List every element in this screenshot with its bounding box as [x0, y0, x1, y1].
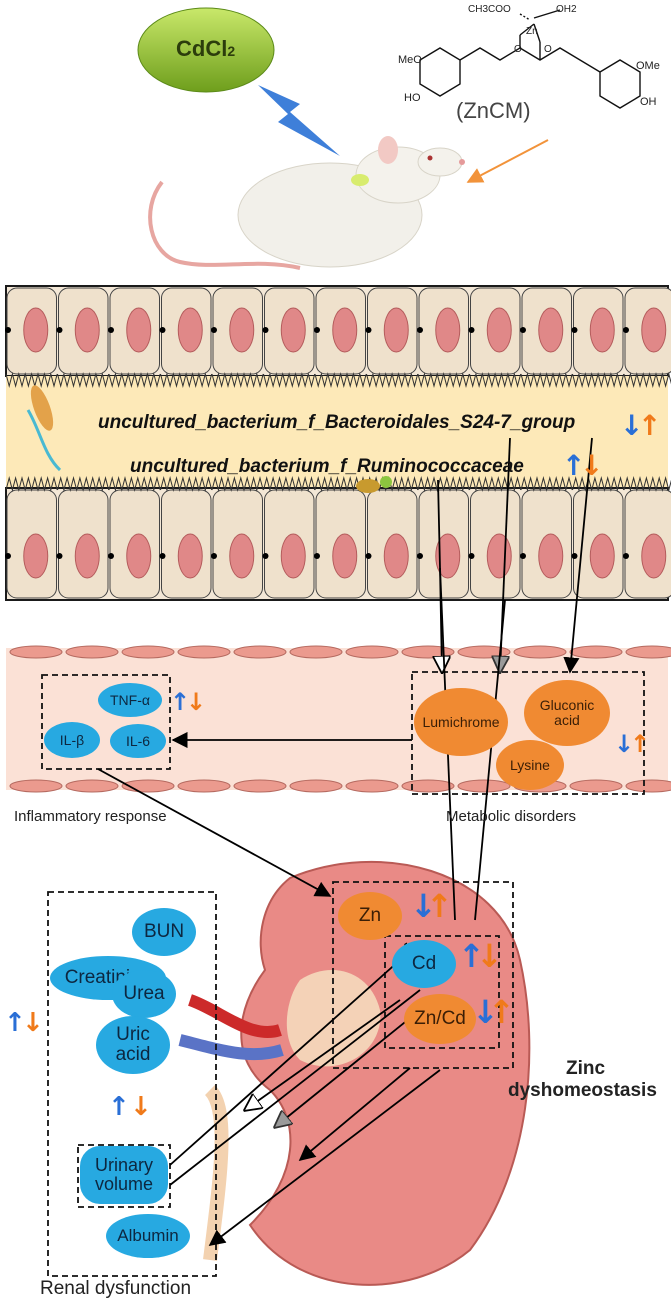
cd-up-arrow: ↑: [458, 937, 485, 975]
zncm-group-oh: OH: [640, 96, 657, 108]
zncd-up-arrow: ↑: [488, 993, 515, 1031]
bacterium-ruminococcaceae-label: uncultured_bacterium_f_Ruminococcaceae: [130, 456, 524, 477]
connector-s24-to-gluconic: [563, 437, 593, 674]
urinary-up-arrow: ↑: [108, 1092, 130, 1122]
marker-tnf-alpha: TNF-α: [98, 683, 162, 717]
zinc-box-outer: [332, 881, 514, 1069]
marker-il-6: IL-6: [110, 724, 166, 758]
zncm-group-meo: MeO: [398, 54, 422, 66]
connector-cd-to-albumin: [208, 1069, 441, 1246]
epithelium-bottom-cells: [5, 476, 671, 599]
rumino-up-arrow: ↑: [562, 449, 586, 482]
cdcl2-label: CdCl2: [176, 36, 236, 61]
renal-caption: Renal dysfunction: [40, 1278, 192, 1299]
renal-marker-urea: Urea: [112, 970, 176, 1018]
zncm-group-zn: Zn: [526, 26, 538, 37]
metabolism-box: [411, 671, 645, 795]
zn-up-arrow: ↑: [426, 887, 453, 925]
connector-zncd-to-urinary: [169, 989, 421, 1186]
inflammation-down-arrow: ↓: [186, 688, 207, 716]
zncm-to-mouse-arrow: [466, 139, 549, 183]
connector-albumin-to-zn: [298, 1067, 411, 1162]
zncm-group-o1: O: [514, 44, 522, 55]
connector-cd-to-urinary: [169, 960, 400, 1166]
zinc-caption-line1: Zinc: [566, 1058, 606, 1079]
s24-down-arrow: ↓: [620, 409, 644, 442]
cdcl2-ball: [137, 7, 275, 93]
zinc-item-zn-cd: Zn/Cd: [404, 994, 476, 1044]
urinary-volume-box: [77, 1144, 171, 1208]
zinc-caption-line2: dyshomeostasis: [508, 1080, 657, 1101]
metabolism-up-arrow: ↑: [630, 730, 651, 758]
zncm-label: (ZnCM): [456, 98, 531, 123]
inflammation-up-arrow: ↑: [170, 688, 191, 716]
connector-inflammation-to-kidney: [97, 768, 332, 897]
metabolism-caption: Metabolic disorders: [446, 808, 577, 825]
epithelium-top-cells: [5, 287, 671, 388]
cd-down-arrow: ↓: [476, 937, 503, 975]
zncm-group-o2: O: [544, 44, 552, 55]
renal-marker-bun: BUN: [132, 908, 196, 956]
connector-zncd-to-renal-white: [245, 999, 401, 1110]
renal-marker-albumin: Albumin: [106, 1214, 190, 1258]
metabolism-down-arrow: ↓: [614, 730, 635, 758]
rumino-down-arrow: ↓: [580, 449, 604, 482]
connector-zncd-to-kidney-gray: [275, 1009, 421, 1127]
zncm-group-oh2: OH2: [556, 4, 577, 15]
renal-marker-urinary-volume: Urinary volume: [80, 1146, 168, 1204]
s24-up-arrow: ↑: [638, 409, 662, 442]
zinc-item-cd: Cd: [392, 940, 456, 988]
zinc-item-zn: Zn: [338, 892, 402, 940]
renal-marker-uric-acid: Uric acid: [96, 1016, 170, 1074]
connector-s24-to-zn: [474, 599, 506, 921]
renal-up-arrow: ↑: [4, 1008, 26, 1038]
inflammation-caption: Inflammatory response: [14, 808, 167, 825]
zinc-box-inner: [384, 935, 500, 1049]
metabolite-gluconic-acid: Gluconic acid: [524, 680, 610, 746]
zncm-structure: [419, 9, 641, 109]
lightning-icon: [258, 85, 340, 156]
zncd-down-arrow: ↓: [472, 993, 499, 1031]
renal-down-arrow: ↓: [22, 1008, 44, 1038]
mouse-illustration: [148, 136, 465, 270]
zncm-group-ho: HO: [404, 92, 421, 104]
bacterium-s24-7-label: uncultured_bacterium_f_Bacteroidales_S24…: [98, 412, 576, 433]
renal-box: [47, 891, 217, 1277]
microbe-sprites: [26, 385, 392, 493]
metabolite-lysine: Lysine: [496, 740, 564, 790]
zncm-group-ome: OMe: [636, 60, 660, 72]
marker-il-beta: IL-β: [44, 722, 100, 758]
zn-down-arrow: ↓: [410, 887, 437, 925]
urinary-down-arrow: ↓: [130, 1092, 152, 1122]
inflammation-box: [41, 674, 171, 770]
metabolite-lumichrome: Lumichrome: [414, 688, 508, 756]
vessel-endothelium: [9, 645, 671, 793]
zncm-group-ch3coo: CH3COO: [468, 4, 511, 15]
